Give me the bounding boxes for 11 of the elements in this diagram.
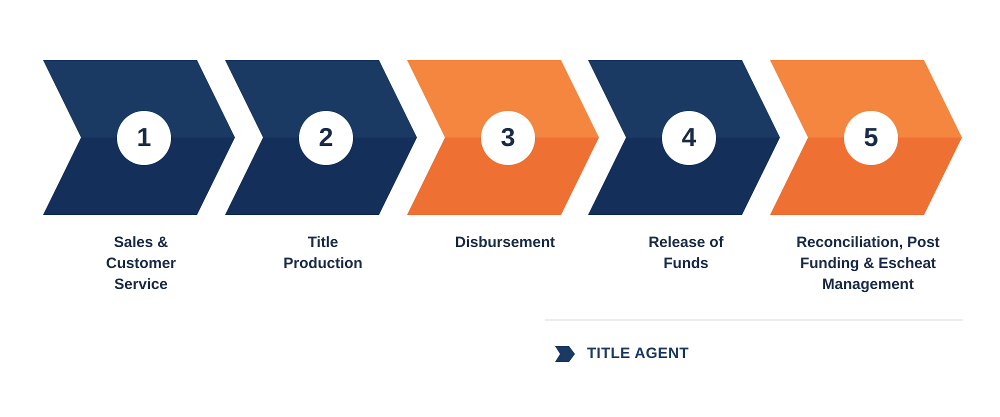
chevron-step	[225, 60, 417, 215]
step-label: Sales & Customer Service	[104, 233, 177, 295]
step-label: Release of Funds	[647, 233, 725, 274]
step-label: Title Production	[282, 233, 364, 274]
chevron-step	[43, 60, 235, 215]
chevron-step	[770, 60, 962, 215]
step-label: Reconciliation, Post Funding & Escheat Management	[795, 233, 941, 295]
step-label: Disbursement	[454, 233, 556, 253]
legend-label: TITLE AGENT	[587, 344, 689, 364]
chevron-step	[407, 60, 599, 215]
chevron-step	[588, 60, 780, 215]
